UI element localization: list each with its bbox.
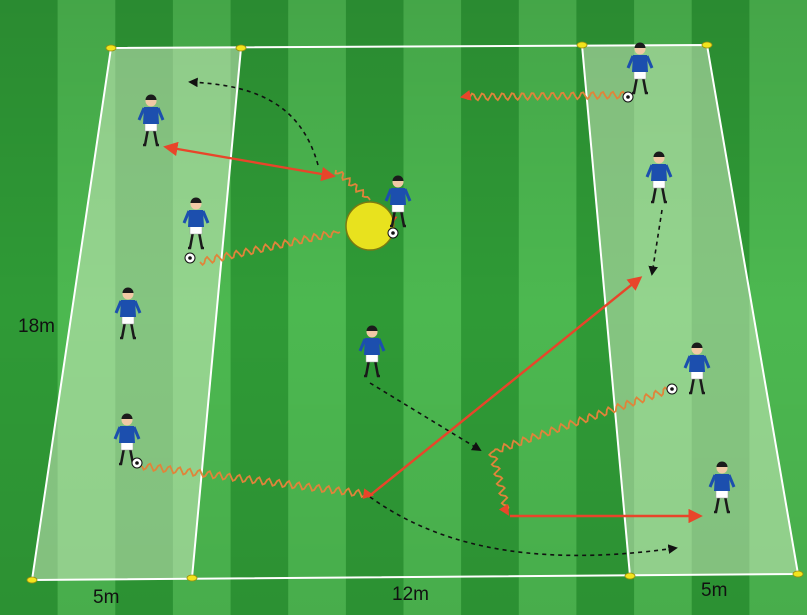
cone: [793, 571, 803, 577]
left-zone-dimension-label: 5m: [93, 587, 119, 609]
cone: [187, 575, 197, 581]
highlight-circle: [346, 202, 394, 250]
cone: [577, 42, 587, 48]
cone: [702, 42, 712, 48]
right-zone-dimension-label: 5m: [701, 580, 727, 602]
center-zone-dimension-label: 12m: [392, 584, 429, 606]
highlight-ring: [346, 202, 394, 250]
cone: [27, 577, 37, 583]
cone: [625, 573, 635, 579]
cone: [106, 45, 116, 51]
height-dimension-label: 18m: [18, 316, 55, 338]
cone: [236, 45, 246, 51]
